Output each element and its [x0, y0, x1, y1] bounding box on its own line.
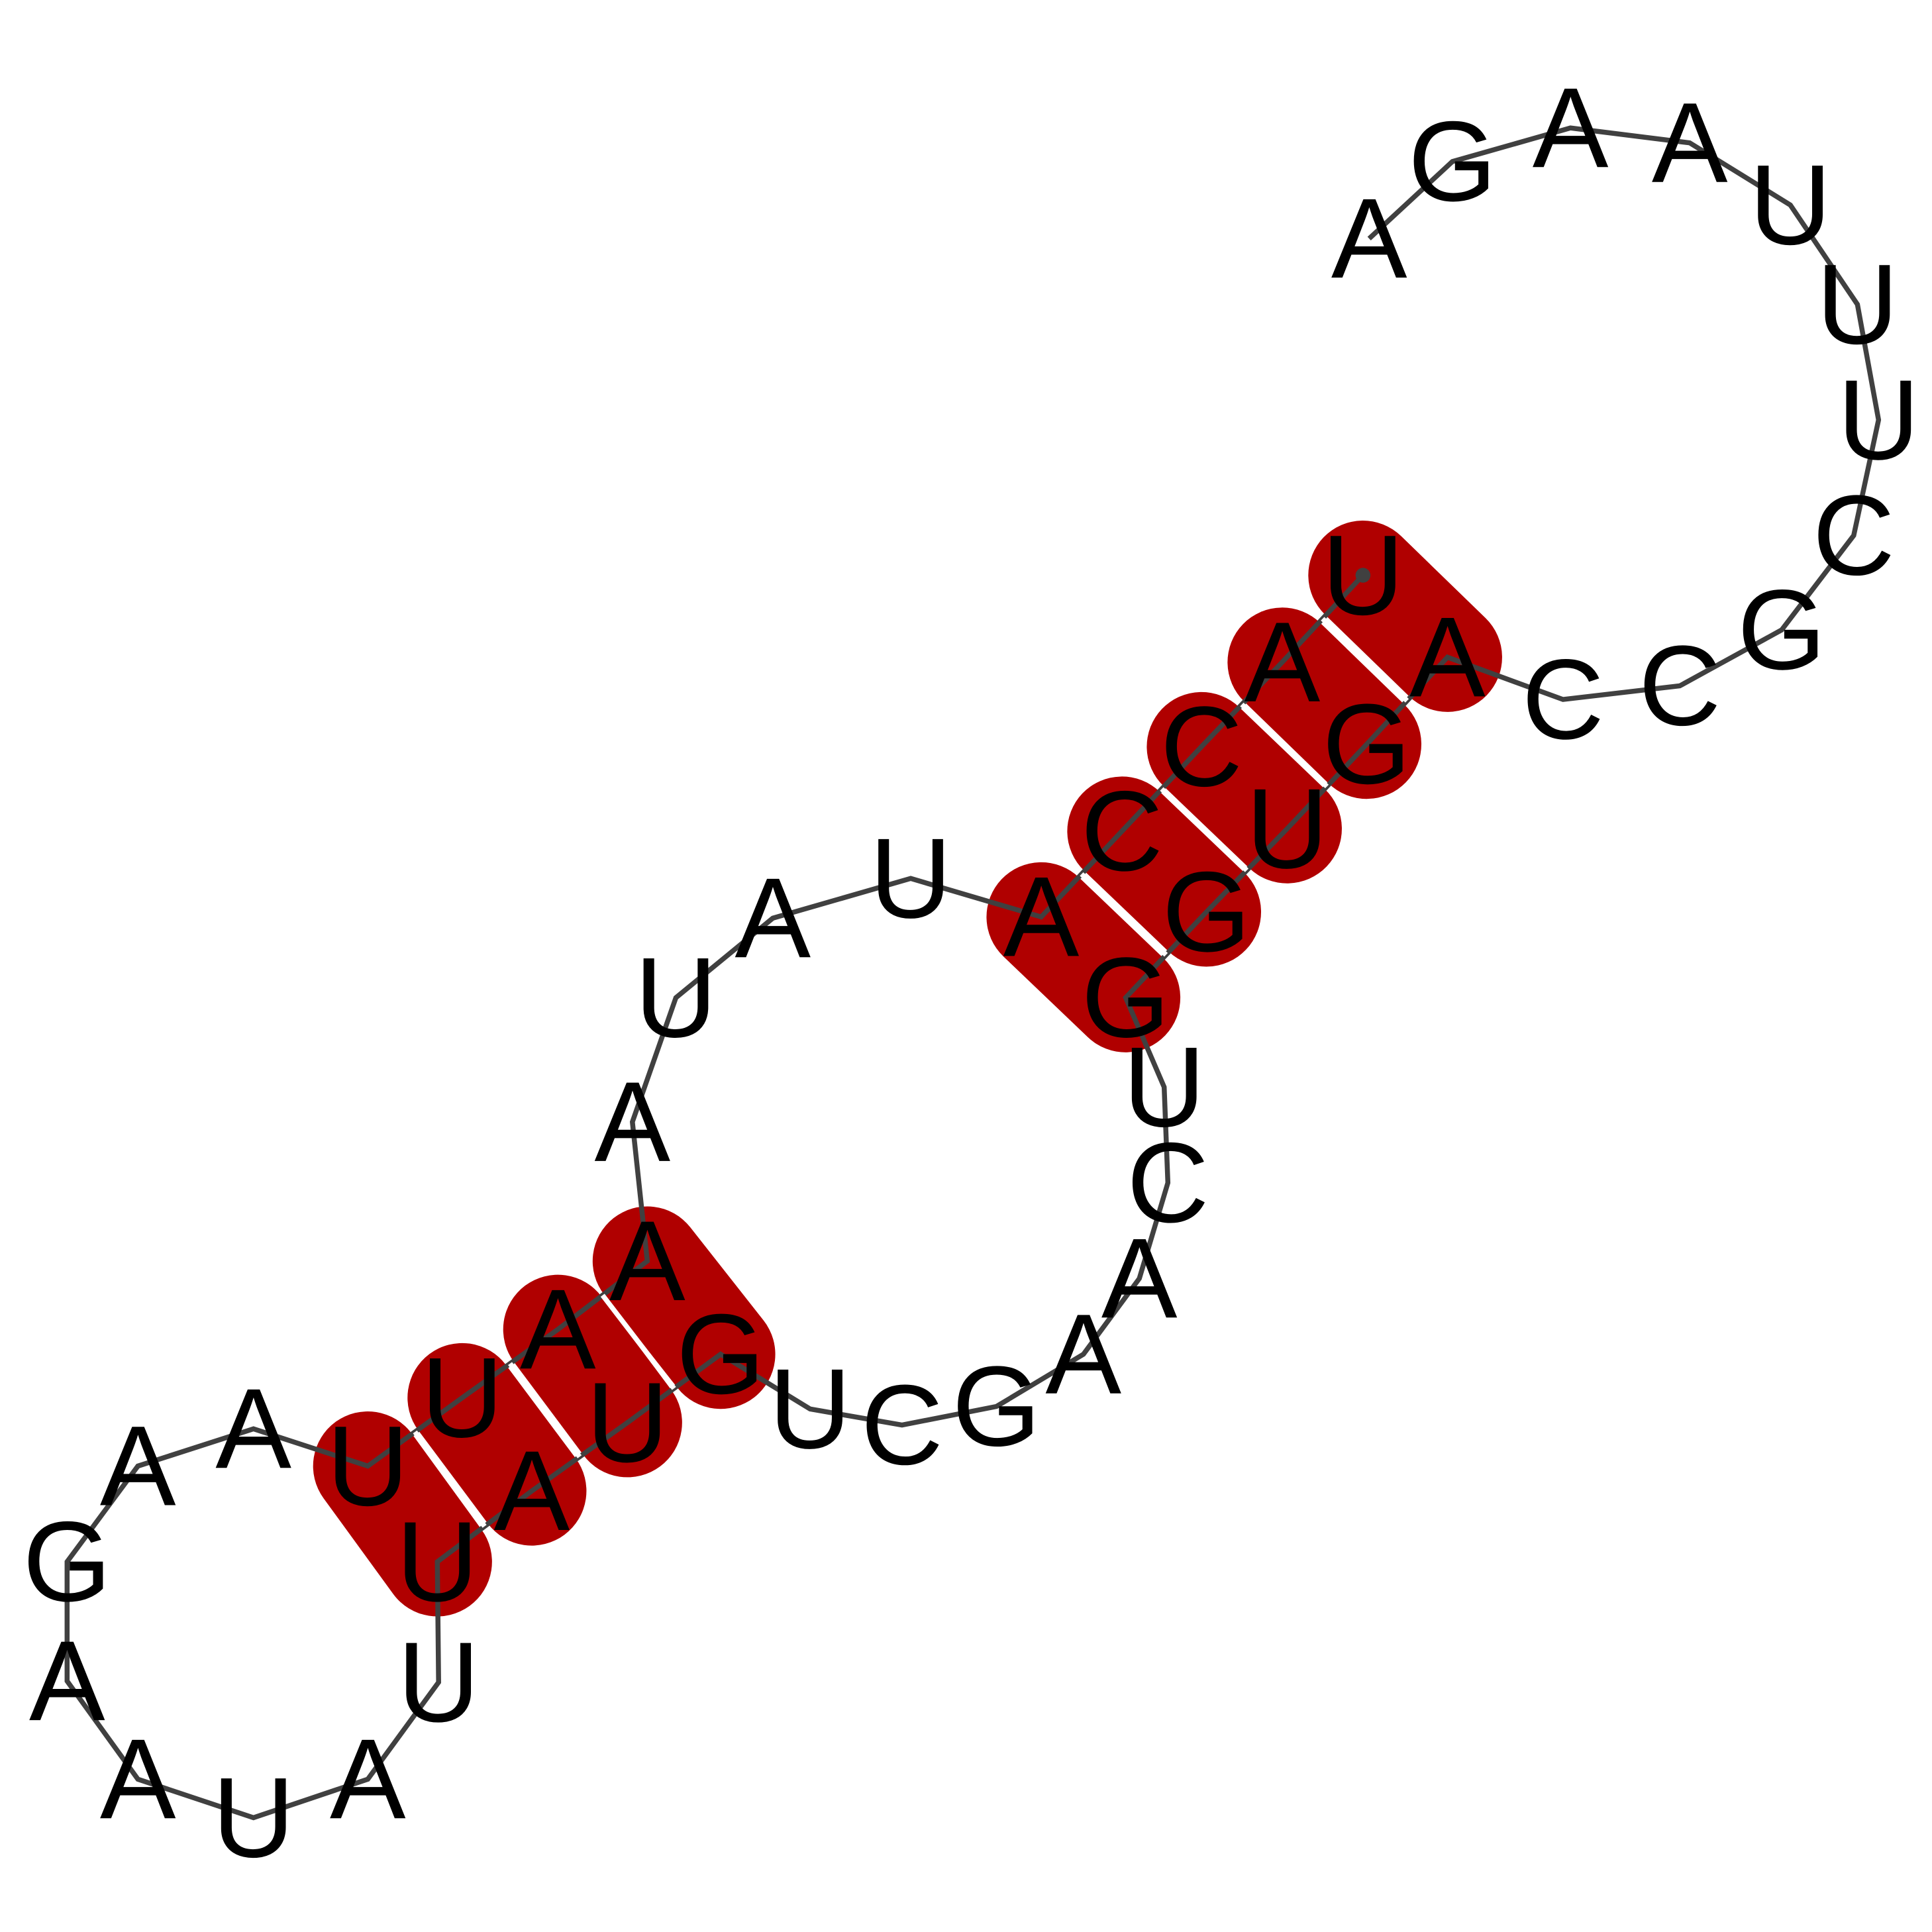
nucleotide-1: A [1245, 599, 1321, 726]
nucleotide-24: G [676, 1291, 765, 1418]
nucleotide-36: A [1409, 593, 1486, 721]
nucleotide-9: A [609, 1197, 686, 1325]
nucleotide-15: G [23, 1498, 111, 1625]
pair-separator-7 [413, 1430, 487, 1528]
pair-highlight-6 [503, 1274, 682, 1478]
nucleotide-5: U [870, 815, 952, 942]
start-marker-dot [1355, 568, 1371, 583]
nucleotide-19: A [330, 1715, 406, 1843]
nucleotide-13: A [215, 1365, 291, 1492]
pair-highlight-4 [986, 862, 1181, 1052]
pair-separator-3 [1080, 872, 1168, 957]
nucleotide-44: A [1652, 79, 1728, 207]
nucleotide-16: A [29, 1617, 105, 1745]
nucleotide-11: U [421, 1334, 503, 1461]
nucleotide-25: U [769, 1345, 851, 1472]
nucleotide-0: U [1322, 512, 1404, 639]
nucleotide-3: C [1081, 768, 1163, 895]
nucleotide-37: C [1522, 636, 1604, 763]
nucleotide-45: A [1533, 64, 1609, 191]
nucleotide-14: A [100, 1403, 176, 1530]
pair-separator-5 [600, 1294, 676, 1390]
nucleotide-39: G [1737, 566, 1826, 693]
nucleotide-28: A [1045, 1291, 1121, 1418]
nucleotide-46: G [1408, 98, 1497, 225]
pair-highlight-0 [1308, 520, 1502, 712]
nucleotide-23: U [586, 1359, 668, 1486]
nucleotide-26: C [861, 1362, 943, 1489]
pair-highlight-8 [313, 1411, 492, 1617]
nucleotide-7: U [635, 934, 717, 1061]
pair-highlight-3 [1067, 776, 1262, 967]
pair-highlight-7 [407, 1343, 587, 1546]
nucleotide-47: A [1331, 175, 1407, 302]
nucleotide-27: G [952, 1343, 1041, 1470]
nucleotide-20: U [397, 1619, 480, 1746]
nucleotide-31: U [1123, 1023, 1205, 1150]
pair-separator-6 [508, 1362, 582, 1458]
pair-highlight-2 [1146, 691, 1342, 884]
nucleotide-29: A [1101, 1215, 1178, 1342]
nucleotide-18: U [213, 1754, 295, 1881]
nucleotide-40: C [1813, 472, 1895, 599]
pair-separator-2 [1160, 787, 1249, 872]
nucleotide-22: A [494, 1427, 570, 1554]
nucleotide-42: U [1816, 241, 1898, 368]
nucleotide-6: A [735, 854, 811, 982]
nucleotide-30: C [1127, 1119, 1209, 1246]
nucleotide-38: C [1639, 622, 1721, 749]
nucleotide-4: A [1003, 853, 1080, 980]
pair-highlight-1 [1227, 607, 1422, 799]
nucleotide-12: U [327, 1403, 409, 1530]
pair-separator-1 [1240, 702, 1329, 789]
nucleotide-10: A [520, 1266, 596, 1393]
pair-separator-0 [1321, 617, 1409, 703]
nucleotide-21: U [396, 1498, 478, 1625]
paired-region-highlights [313, 520, 1502, 1617]
nucleotide-32: G [1082, 934, 1170, 1061]
nucleotide-2: C [1160, 683, 1243, 810]
nucleotide-35: G [1323, 681, 1411, 808]
pair-highlight-5 [592, 1206, 776, 1409]
nucleotide-41: U [1837, 356, 1919, 483]
nucleotide-43: U [1749, 142, 1831, 269]
base-pair-lines [413, 617, 1409, 1528]
nucleotide-34: U [1246, 765, 1328, 892]
nucleotide-17: A [100, 1715, 176, 1843]
nucleotide-33: G [1162, 848, 1251, 976]
nucleotide-8: A [594, 1058, 670, 1186]
start-marker [1355, 568, 1371, 583]
